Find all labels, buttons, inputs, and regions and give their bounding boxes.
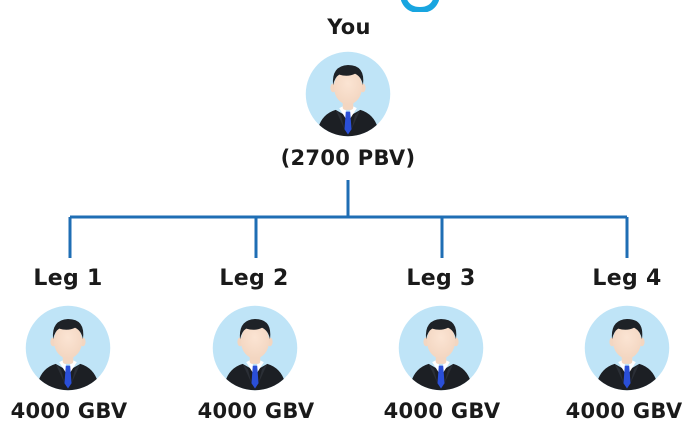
leg-3-name: Leg 3 xyxy=(406,266,476,291)
leg-2-name: Leg 2 xyxy=(219,266,289,291)
leg-4-volume: 4000 GBV xyxy=(565,399,683,423)
leg-1-avatar-icon xyxy=(24,304,112,392)
leg-4-avatar-icon xyxy=(583,304,671,392)
businessman-icon xyxy=(584,305,670,391)
root-avatar-icon xyxy=(304,50,392,138)
leg-4-name: Leg 4 xyxy=(592,266,662,291)
businessman-icon xyxy=(305,51,391,137)
leg-2-volume: 4000 GBV xyxy=(197,399,315,423)
businessman-icon xyxy=(212,305,298,391)
leg-1-name: Leg 1 xyxy=(33,266,103,291)
leg-3-volume: 4000 GBV xyxy=(383,399,501,423)
root-volume: (2700 PBV) xyxy=(280,146,416,170)
root-title: You xyxy=(327,15,371,39)
businessman-icon xyxy=(25,305,111,391)
leg-2-avatar-icon xyxy=(211,304,299,392)
leg-1-volume: 4000 GBV xyxy=(10,399,128,423)
top-accent-shape xyxy=(401,0,439,12)
businessman-icon xyxy=(398,305,484,391)
leg-3-avatar-icon xyxy=(397,304,485,392)
